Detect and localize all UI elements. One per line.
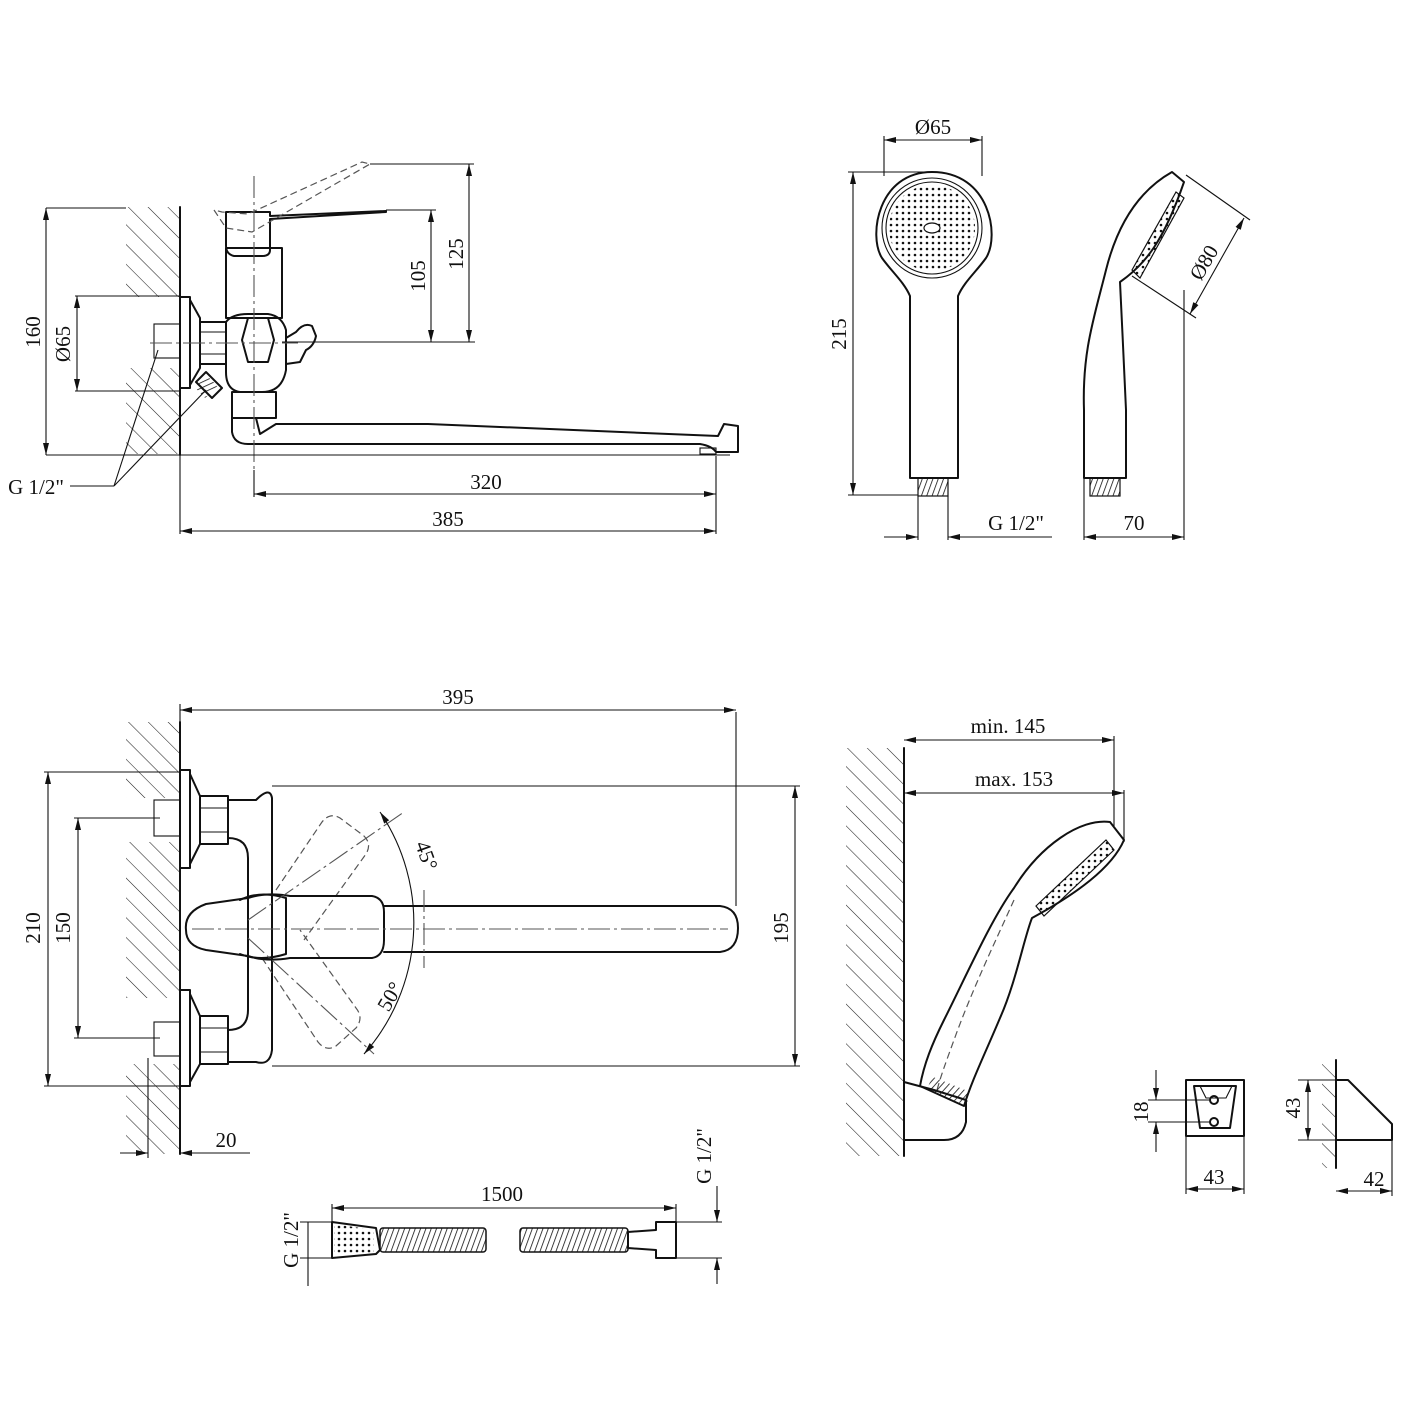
spout-top	[383, 905, 739, 953]
dim-min-145: min. 145	[971, 714, 1046, 738]
dim-320: 320	[470, 470, 502, 494]
dim-125: 125	[444, 238, 468, 270]
dim-diameter-65: Ø65	[51, 326, 75, 362]
holder-detail-views: 18 43 43 42	[1129, 1059, 1393, 1196]
thread-label: G 1/2"	[8, 475, 64, 499]
mixer-body	[225, 313, 287, 393]
wall-hatch	[126, 207, 180, 297]
wall-hatch	[846, 748, 904, 1156]
hose-view: 1500 G 1/2" G 1/2"	[279, 1128, 722, 1286]
dim-diameter-80: Ø80	[1185, 241, 1224, 284]
dim-210: 210	[21, 912, 45, 944]
lever-handle	[225, 210, 387, 257]
thread-label-left: G 1/2"	[279, 1212, 303, 1268]
wall-hatch	[126, 368, 180, 454]
holder-side-view: min. 145 max. 153	[846, 714, 1125, 1157]
dim-150: 150	[51, 912, 75, 944]
dim-diameter-65: Ø65	[915, 115, 951, 139]
dim-385: 385	[432, 507, 464, 531]
dim-max-153: max. 153	[975, 767, 1053, 791]
lever-top	[184, 893, 385, 961]
lever-handle-raised	[212, 161, 372, 233]
spout	[231, 417, 739, 453]
dim-1500: 1500	[481, 1182, 523, 1206]
dim-20: 20	[216, 1128, 237, 1152]
inclined-handshower	[919, 820, 1125, 1107]
thread-label-right: G 1/2"	[692, 1128, 716, 1184]
dim-18: 18	[1129, 1102, 1153, 1123]
wall-hatch	[126, 722, 180, 798]
dim-43-height: 43	[1281, 1098, 1305, 1119]
handshower-views: Ø65 215 Ø80 G 1/2" 70	[827, 115, 1251, 540]
wall-hatch	[126, 1064, 180, 1154]
dim-195: 195	[769, 912, 793, 944]
holder-side	[1335, 1079, 1393, 1141]
angle-50: 50°	[372, 978, 407, 1015]
thread-label: G 1/2"	[988, 511, 1044, 535]
mixer-body-top	[227, 791, 273, 1064]
lever-rotation-outline	[275, 815, 370, 941]
dim-215: 215	[827, 318, 851, 350]
dim-105: 105	[406, 260, 430, 292]
hose-cone-end	[331, 1221, 381, 1259]
holder-bracket	[903, 1081, 967, 1141]
mixer-top-view: 395 210 150 195 45° 50° 20	[21, 685, 800, 1158]
hose-nut-end	[627, 1221, 677, 1259]
dim-42: 42	[1364, 1167, 1385, 1191]
wall-hatch	[126, 842, 180, 998]
mixer-side-view: 160 Ø65 105 125 G 1/2" 320 385	[8, 161, 739, 534]
dim-160: 160	[21, 316, 45, 348]
dim-70: 70	[1124, 511, 1145, 535]
wall-hatch	[1322, 1064, 1336, 1168]
diverter-knob	[285, 323, 317, 365]
dim-43: 43	[1204, 1165, 1225, 1189]
dim-395: 395	[442, 685, 474, 709]
angle-45: 45°	[410, 838, 443, 874]
